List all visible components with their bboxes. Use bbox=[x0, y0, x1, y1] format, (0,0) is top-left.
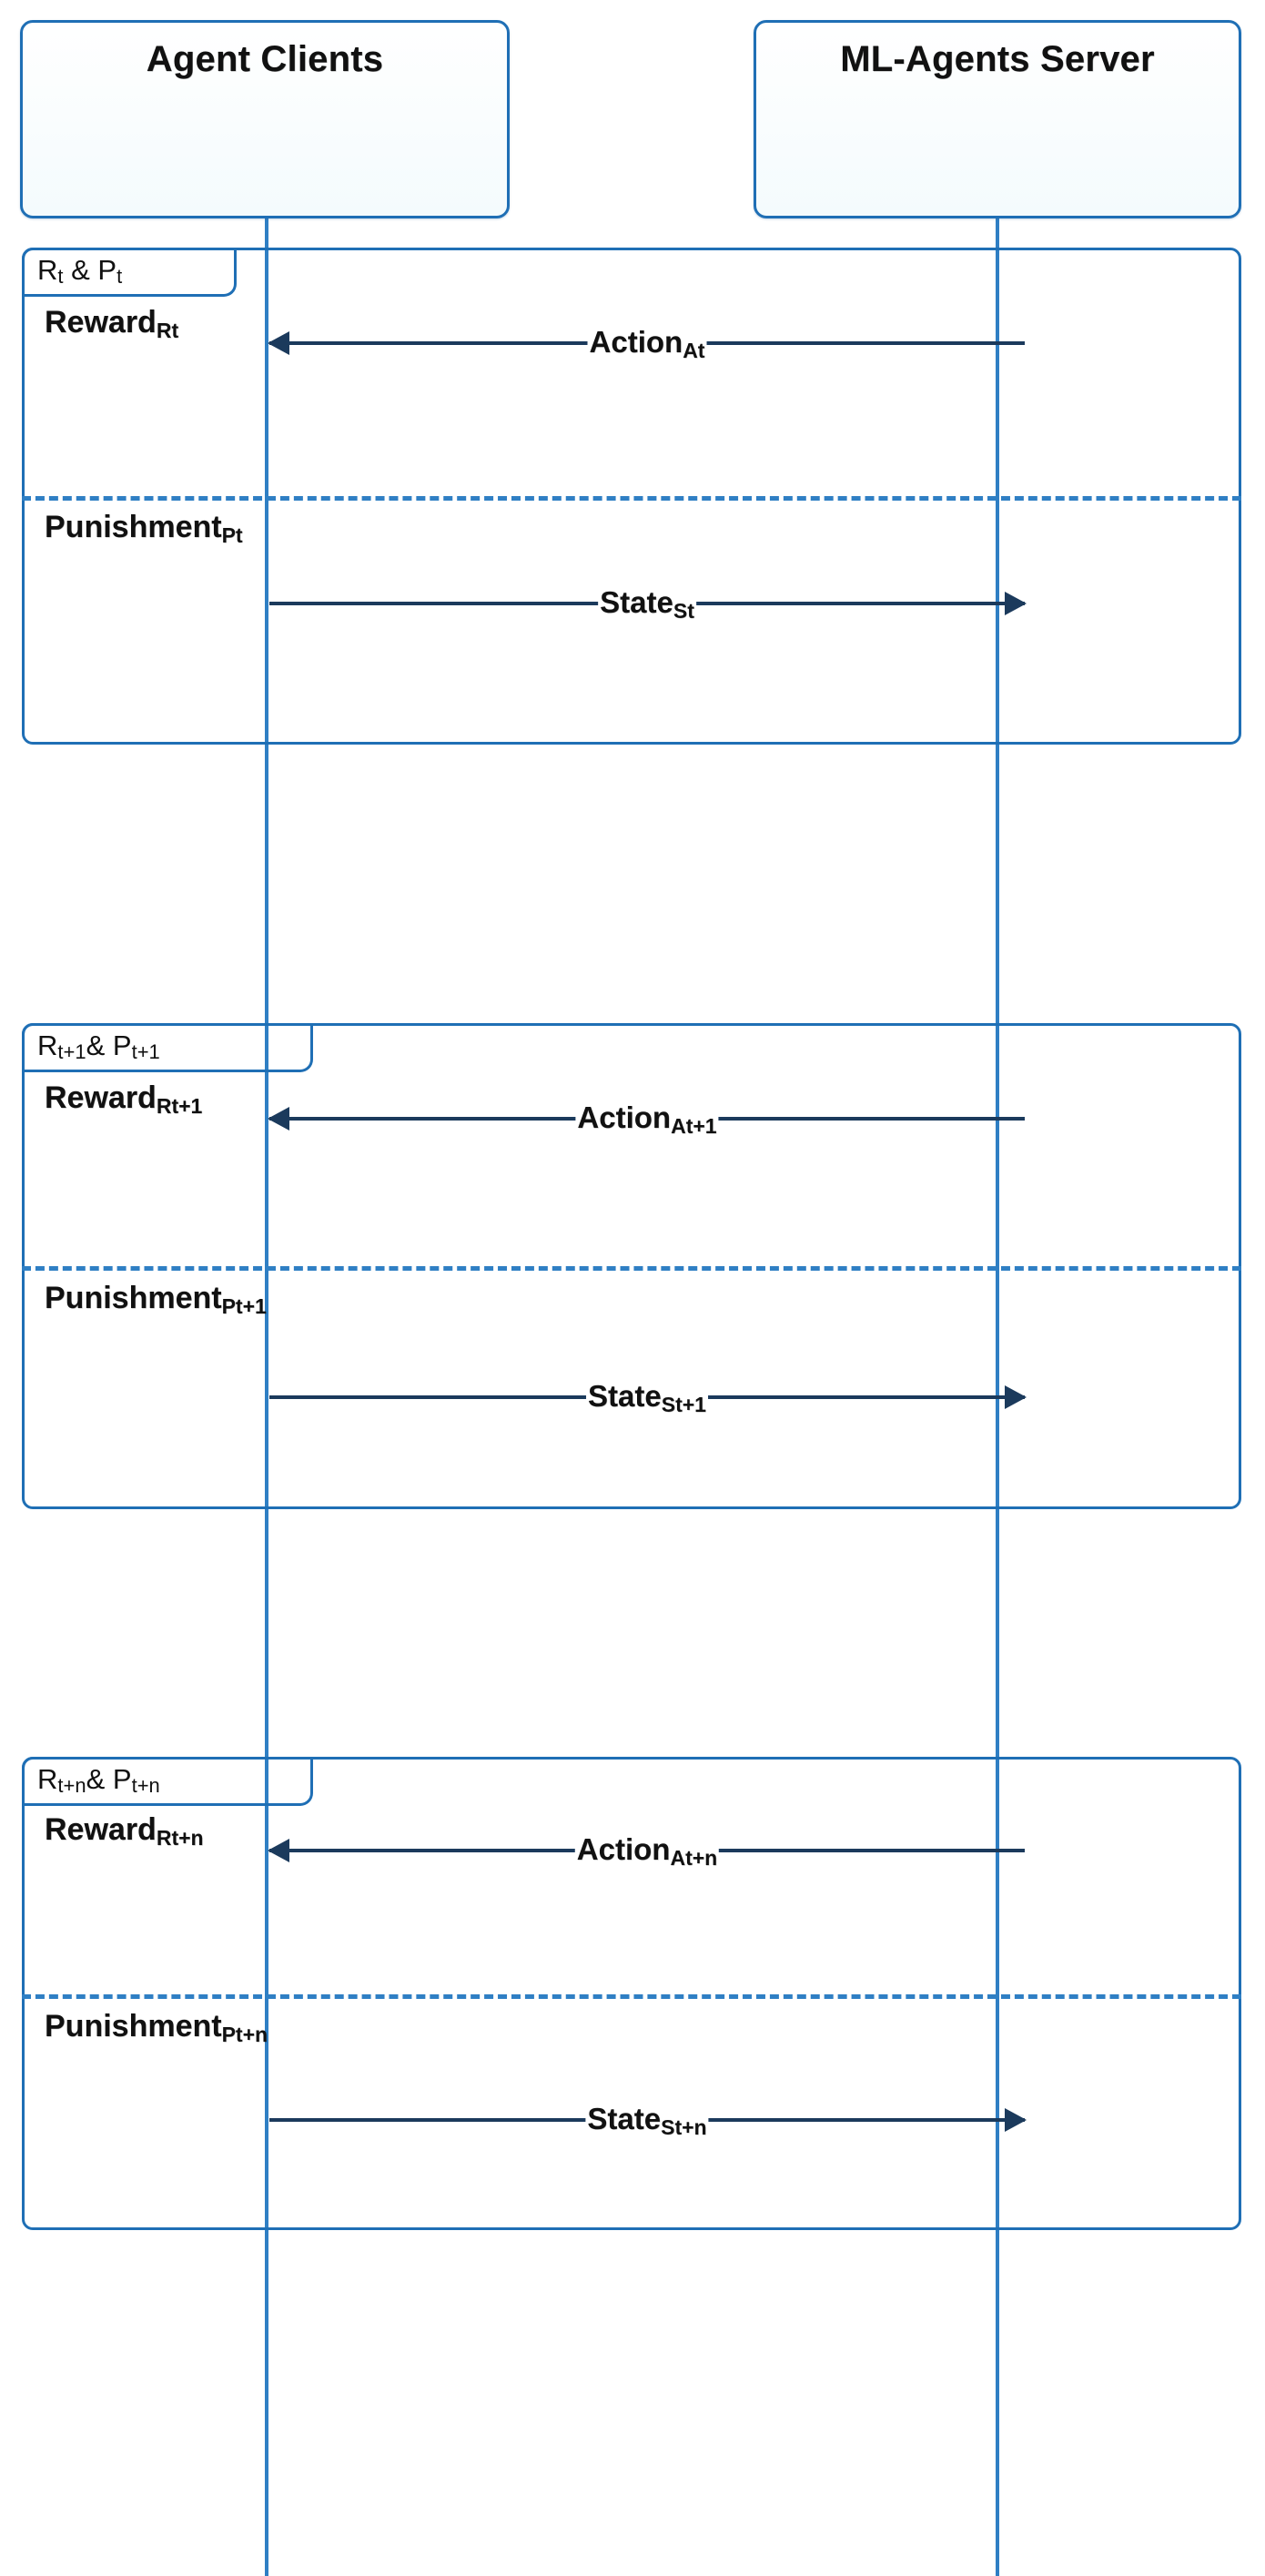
fragment-t-tab-label: Rt & Pt bbox=[37, 254, 123, 288]
fragment-t-plus-n[interactable]: Rt+n& Pt+n RewardRt+n ActionAt+n Punishm… bbox=[22, 1757, 1241, 2230]
message-action-t-plus-n-arrowhead-icon bbox=[268, 1839, 289, 1862]
fragment-t-tab: Rt & Pt bbox=[22, 248, 237, 297]
fragment-t-plus-n-tab: Rt+n& Pt+n bbox=[22, 1757, 313, 1806]
message-state-t-plus-1-label: StateSt+1 bbox=[586, 1379, 708, 1417]
message-state-t[interactable]: StateSt bbox=[269, 585, 1027, 624]
message-state-t-plus-1[interactable]: StateSt+1 bbox=[269, 1379, 1027, 1417]
operand-punishment-t-label: PunishmentPt bbox=[45, 510, 243, 547]
lifeline-agent-clients bbox=[265, 218, 268, 2576]
operand-reward-t-label: RewardRt bbox=[45, 305, 179, 342]
fragment-t-plus-1-tab: Rt+1& Pt+1 bbox=[22, 1023, 313, 1072]
operand-reward-t-plus-n-label: RewardRt+n bbox=[45, 1812, 204, 1850]
participant-agent-clients[interactable]: Agent Clients bbox=[20, 20, 510, 218]
fragment-t-plus-n-tab-label: Rt+n& Pt+n bbox=[37, 1763, 160, 1797]
operand-punishment-t-plus-n-label: PunishmentPt+n bbox=[45, 2009, 268, 2046]
message-action-t[interactable]: ActionAt bbox=[268, 325, 1025, 363]
message-action-t-plus-n[interactable]: ActionAt+n bbox=[268, 1832, 1025, 1871]
message-action-t-plus-n-label: ActionAt+n bbox=[574, 1832, 720, 1871]
fragment-t-operand-divider bbox=[22, 496, 1241, 501]
fragment-t-plus-1-operand-divider bbox=[22, 1266, 1241, 1271]
message-state-t-arrowhead-icon bbox=[1005, 592, 1027, 615]
fragment-t-plus-1-tab-label: Rt+1& Pt+1 bbox=[37, 1029, 160, 1063]
message-action-t-arrowhead-icon bbox=[268, 331, 289, 355]
message-state-t-plus-1-arrowhead-icon bbox=[1005, 1385, 1027, 1409]
operand-punishment-t-plus-1-label: PunishmentPt+1 bbox=[45, 1281, 267, 1318]
message-state-t-label: StateSt bbox=[598, 585, 696, 624]
message-state-t-plus-n[interactable]: StateSt+n bbox=[269, 2102, 1027, 2140]
message-action-t-label: ActionAt bbox=[587, 325, 707, 363]
fragment-t[interactable]: Rt & Pt RewardRt ActionAt PunishmentPt S… bbox=[22, 248, 1241, 745]
message-state-t-plus-n-label: StateSt+n bbox=[585, 2102, 709, 2140]
fragment-t-plus-n-operand-divider bbox=[22, 1994, 1241, 1999]
message-state-t-plus-n-arrowhead-icon bbox=[1005, 2108, 1027, 2132]
message-action-t-plus-1-label: ActionAt+1 bbox=[575, 1100, 719, 1139]
operand-reward-t-plus-1-label: RewardRt+1 bbox=[45, 1080, 203, 1118]
participant-ml-agents-server[interactable]: ML-Agents Server bbox=[754, 20, 1241, 218]
message-action-t-plus-1[interactable]: ActionAt+1 bbox=[268, 1100, 1025, 1139]
message-action-t-plus-1-arrowhead-icon bbox=[268, 1107, 289, 1131]
participant-ml-agents-server-label: ML-Agents Server bbox=[840, 39, 1155, 79]
fragment-t-plus-1[interactable]: Rt+1& Pt+1 RewardRt+1 ActionAt+1 Punishm… bbox=[22, 1023, 1241, 1509]
participant-agent-clients-label: Agent Clients bbox=[146, 39, 384, 79]
